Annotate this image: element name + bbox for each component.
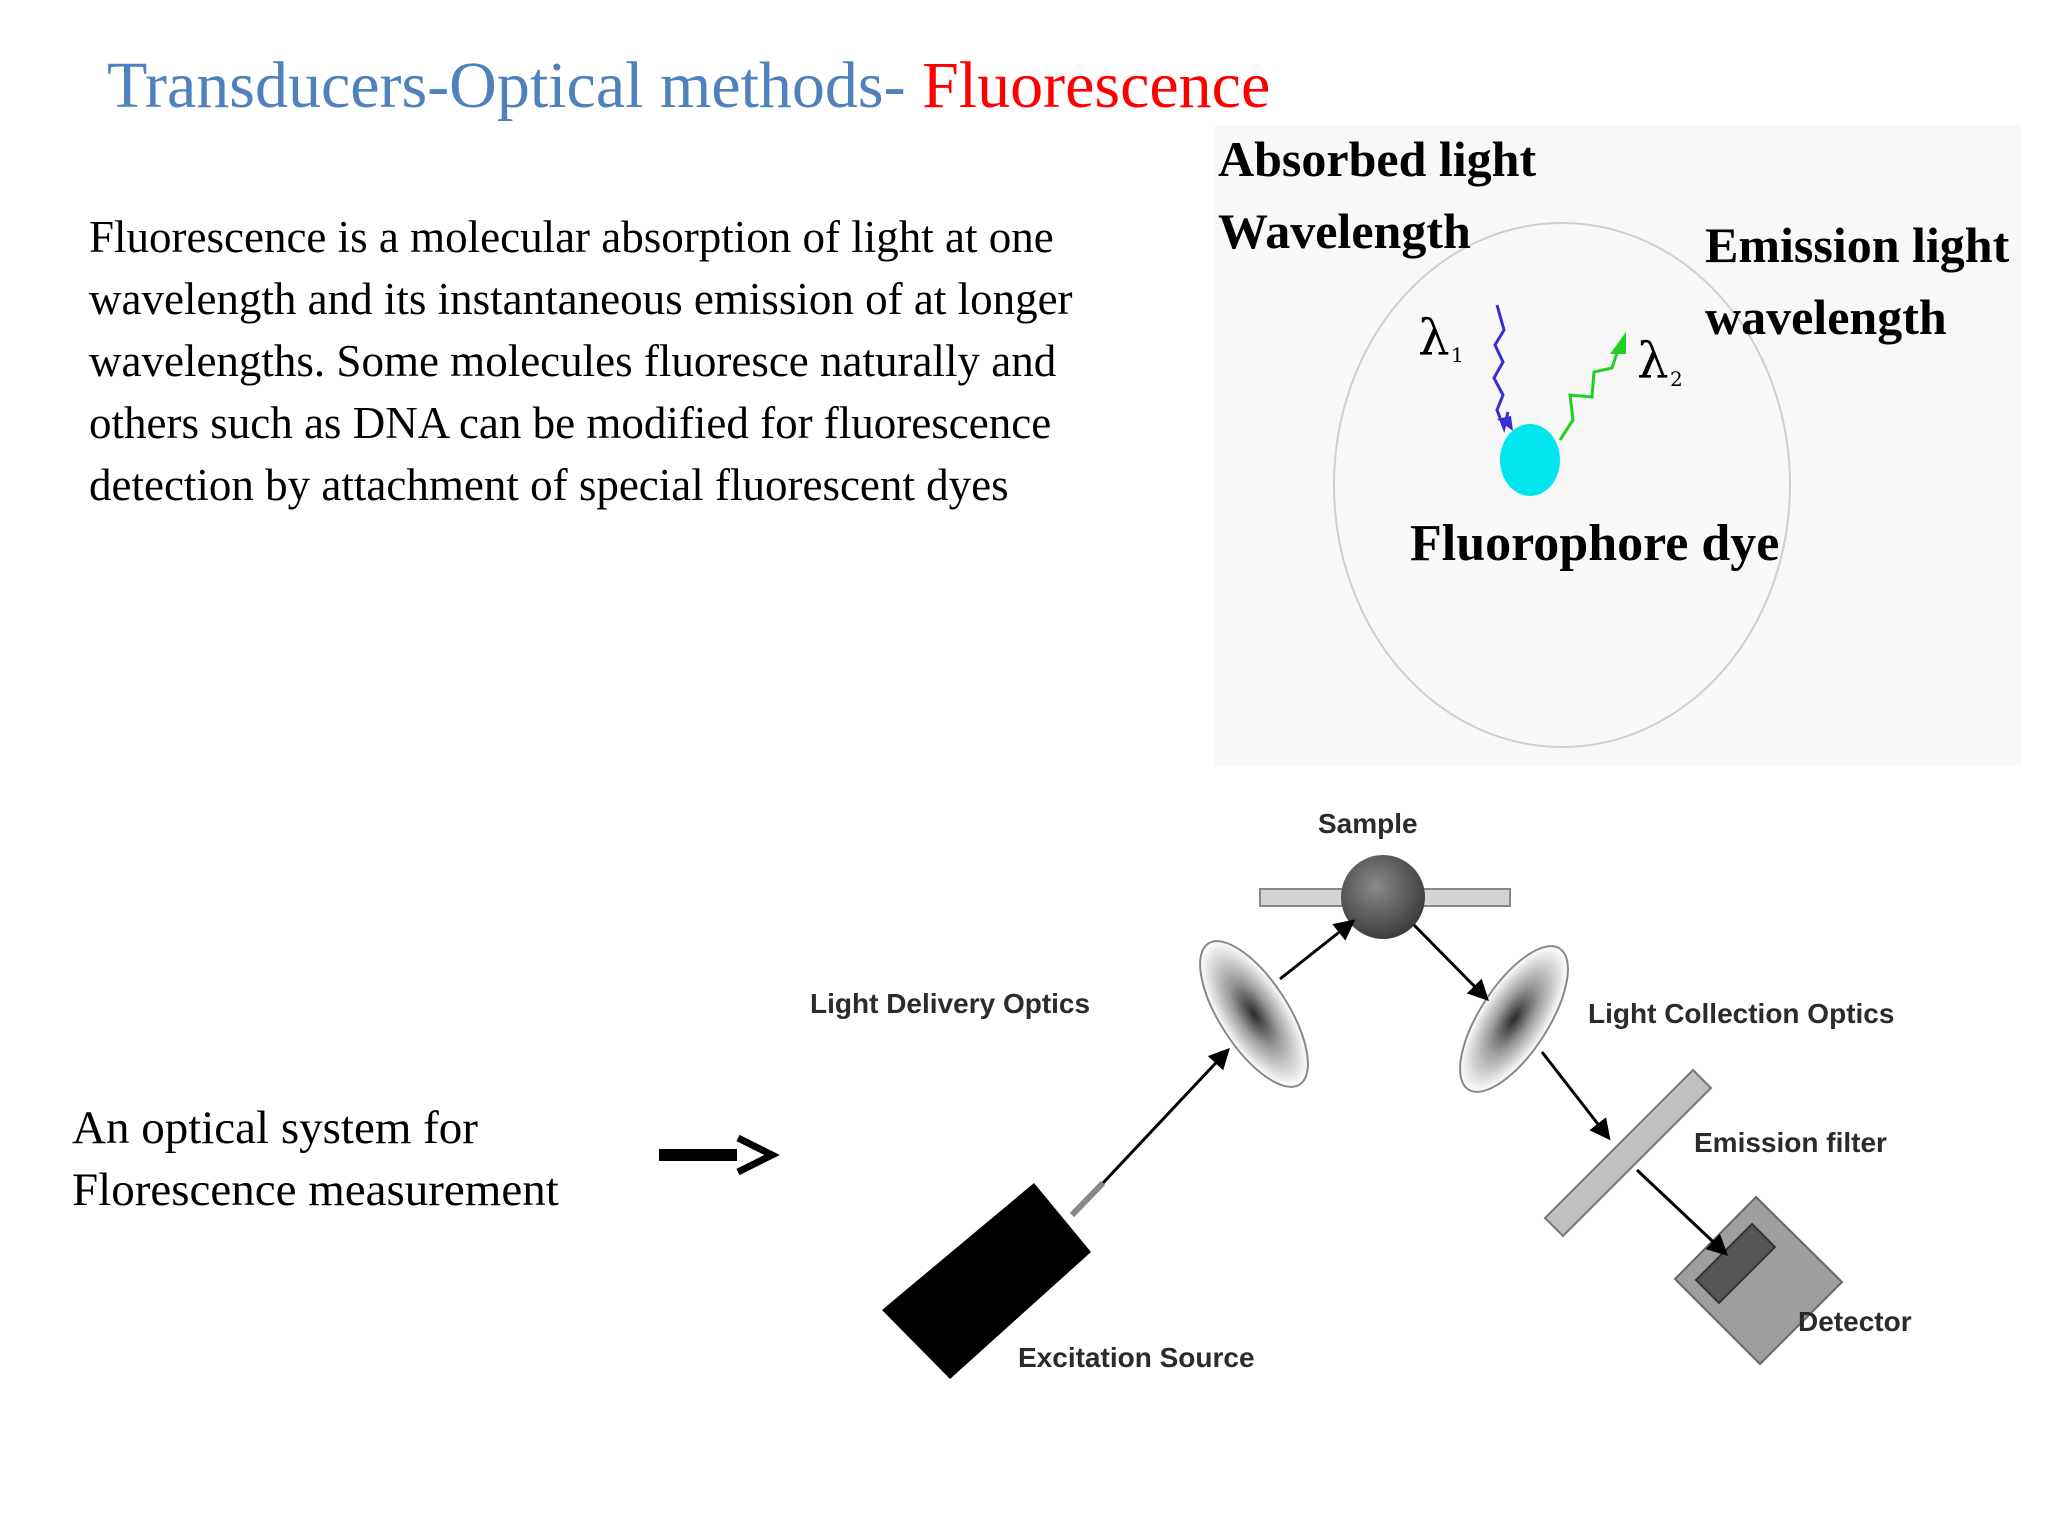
emission-light-arrow xyxy=(1558,332,1626,441)
excitation-source-label: Excitation Source xyxy=(1018,1342,1255,1373)
light-delivery-label: Light Delivery Optics xyxy=(810,988,1090,1019)
title-main: Transducers-Optical methods- xyxy=(107,49,923,122)
emission-label-line-2: wavelength xyxy=(1705,289,1947,345)
absorbed-label-line-2: Wavelength xyxy=(1218,203,1471,259)
caption-arrow xyxy=(659,1134,780,1176)
sample-label: Sample xyxy=(1318,808,1418,839)
fluorophore-figure: Absorbed light Wavelength Emission light… xyxy=(1215,125,2022,765)
emission-filter-plate xyxy=(1543,1068,1713,1238)
caption-line-2: Florescence measurement xyxy=(72,1164,559,1216)
beam-to-filter xyxy=(1540,1051,1611,1141)
light-collection-label: Light Collection Optics xyxy=(1588,998,1894,1029)
excitation-nozzle xyxy=(1069,1180,1106,1218)
lambda-1-symbol: λ xyxy=(1418,309,1450,367)
emission-filter-label: Emission filter xyxy=(1694,1127,1887,1158)
emission-label-line-1: Emission light xyxy=(1705,217,2010,273)
sample-sphere xyxy=(1341,855,1425,939)
diagram-caption: An optical system for Florescence measur… xyxy=(72,1097,559,1221)
optical-system-diagram: Sample Light Delivery Optics Light Colle… xyxy=(810,808,1912,1379)
beam-from-sample xyxy=(1412,923,1489,1001)
lambda-2-subscript: 2 xyxy=(1670,367,1683,391)
detector-label: Detector xyxy=(1798,1306,1912,1337)
beam-to-detector xyxy=(1635,1168,1729,1256)
absorbed-light-arrow xyxy=(1492,304,1513,433)
description-paragraph: Fluorescence is a molecular absorption o… xyxy=(89,212,1073,510)
lambda-1-subscript: 1 xyxy=(1451,343,1464,367)
slide-title: Transducers-Optical methods- Fluorescenc… xyxy=(107,48,1270,124)
fluorophore-dye-dot xyxy=(1500,424,1560,496)
excitation-source-box xyxy=(882,1183,1091,1379)
absorbed-label-line-1: Absorbed light xyxy=(1218,131,1536,187)
fluorophore-dye-label: Fluorophore dye xyxy=(1410,515,1779,572)
detector-sensor xyxy=(1694,1222,1777,1305)
caption-line-1: An optical system for xyxy=(72,1102,478,1154)
lambda-2-symbol: λ xyxy=(1637,332,1669,390)
fluorophore-circle xyxy=(1333,222,1791,748)
beam-to-delivery-optics xyxy=(1101,1047,1230,1185)
light-delivery-lens xyxy=(1199,940,1309,1088)
title-accent: Fluorescence xyxy=(922,49,1271,122)
beam-to-sample xyxy=(1279,919,1356,981)
